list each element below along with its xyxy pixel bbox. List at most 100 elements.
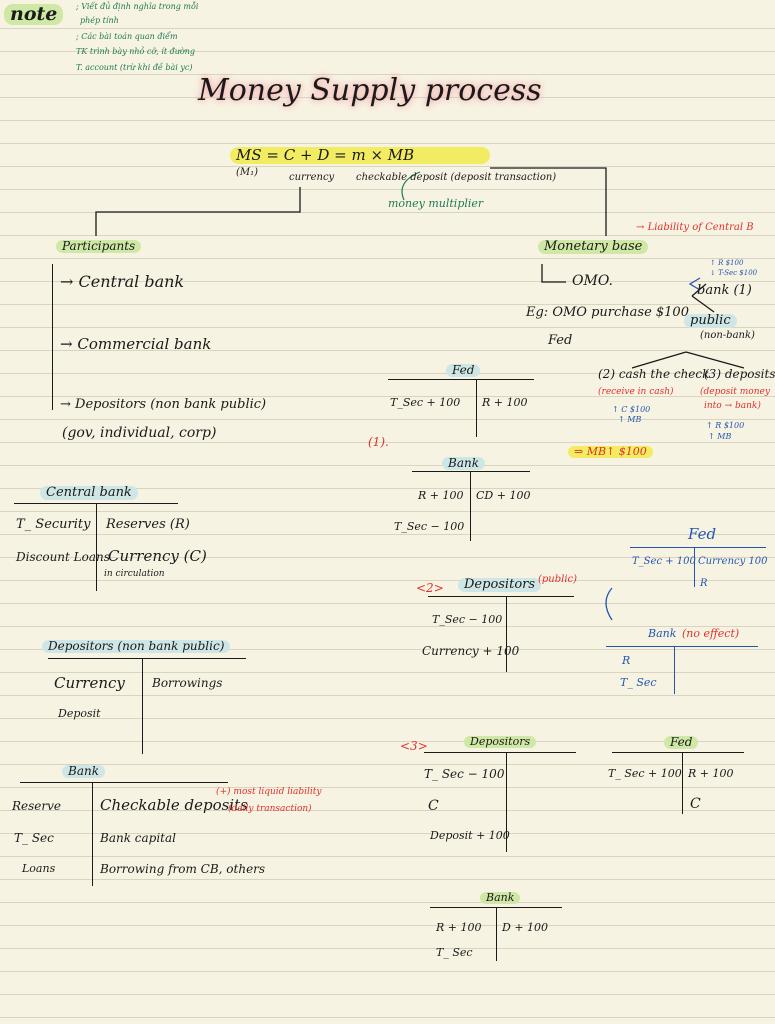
depositors-account-title: Depositors bbox=[464, 735, 537, 749]
m1-label: (M₁) bbox=[236, 167, 259, 178]
cash-note: (receive in cash) bbox=[598, 387, 674, 397]
account-entry: Loans bbox=[22, 862, 56, 875]
account-entry: Currency + 100 bbox=[422, 644, 520, 658]
public-subnote: (non-bank) bbox=[700, 330, 755, 341]
depositors-tag: (public) bbox=[538, 574, 578, 585]
account-entry: Bank capital bbox=[100, 831, 176, 845]
account-entry: T_Sec − 100 bbox=[394, 520, 465, 533]
t-account-line bbox=[496, 907, 498, 961]
note-line: ; Viết đủ định nghĩa trong mỗi bbox=[76, 2, 199, 11]
bank-main-account-title: Bank bbox=[62, 764, 105, 779]
step-label: <3> bbox=[400, 739, 428, 753]
t-account-line bbox=[694, 547, 696, 587]
participant-item: → Commercial bank bbox=[60, 335, 212, 353]
note-label: note bbox=[4, 4, 64, 25]
t-account-line bbox=[96, 503, 98, 591]
account-entry: T_ Security bbox=[16, 517, 91, 532]
t-account-line bbox=[48, 658, 246, 660]
account-entry: Currency 100 bbox=[698, 556, 768, 567]
t-account-line bbox=[630, 547, 766, 549]
t-account-line bbox=[142, 658, 144, 754]
account-entry: T_ Sec bbox=[620, 676, 657, 689]
t-account-line bbox=[470, 471, 472, 541]
step-label: (1). bbox=[368, 435, 389, 449]
account-entry: Discount Loans bbox=[16, 550, 110, 564]
note-line: phép tính bbox=[80, 16, 119, 25]
depositors-account-title: Depositors bbox=[458, 577, 542, 593]
account-note: (+) most liquid liability bbox=[216, 787, 322, 797]
central-bank-account-title: Central bank bbox=[40, 485, 138, 501]
account-entry: R + 100 bbox=[418, 489, 464, 502]
account-entry: R + 100 bbox=[688, 767, 734, 780]
fed-node: Fed bbox=[548, 333, 573, 348]
t-account-line bbox=[682, 752, 684, 814]
omo-label: OMO. bbox=[572, 273, 613, 289]
participants-bracket bbox=[52, 264, 54, 410]
participants-subnote: (gov, individual, corp) bbox=[62, 425, 217, 441]
account-entry: T_ Sec bbox=[436, 946, 473, 959]
note-line: T. account (trừ khi đề bài yc) bbox=[76, 63, 193, 72]
account-entry: C bbox=[690, 796, 701, 812]
account-entry: T_Sec − 100 bbox=[432, 613, 503, 626]
depositors-np-account-title: Depositors (non bank public) bbox=[42, 639, 231, 654]
account-entry: T_Sec + 100 bbox=[632, 556, 696, 567]
participant-item: → Central bank bbox=[60, 272, 185, 291]
fed-account-title: Fed bbox=[688, 525, 717, 543]
t-account-line bbox=[92, 782, 94, 886]
account-entry: Borrowings bbox=[152, 676, 223, 690]
monetary-base-heading: Monetary base bbox=[538, 239, 649, 255]
note-line: ; Các bài toán quan điểm bbox=[76, 32, 178, 41]
account-entry: Deposit bbox=[58, 707, 101, 720]
cash-value: ↑ MB bbox=[618, 415, 642, 424]
bank-account-title: Bank bbox=[480, 891, 521, 905]
bank-account-title: Bank bbox=[648, 627, 677, 640]
account-entry: CD + 100 bbox=[476, 489, 531, 502]
account-entry: T_ Sec bbox=[14, 831, 54, 845]
account-entry: Reserves (R) bbox=[106, 517, 190, 532]
t-account-line bbox=[388, 379, 534, 381]
deposits-note: into → bank) bbox=[704, 401, 761, 411]
account-note: (daily transaction) bbox=[228, 804, 312, 814]
account-entry: Borrowing from CB, others bbox=[100, 862, 266, 876]
t-account-line bbox=[674, 646, 676, 694]
account-entry: T_Sec + 100 bbox=[390, 396, 461, 409]
deposits-note: (deposit money bbox=[700, 387, 770, 397]
account-entry: T_ Sec + 100 bbox=[608, 767, 682, 780]
account-entry: Checkable deposits bbox=[100, 796, 248, 814]
account-entry: D + 100 bbox=[502, 921, 549, 934]
page-title: Money Supply process bbox=[198, 73, 542, 108]
money-supply-equation: MS = C + D = m × MB bbox=[230, 147, 490, 164]
t-account-line bbox=[424, 752, 576, 754]
bank-account-title: Bank bbox=[442, 456, 485, 471]
deposits-value: ↑ MB bbox=[708, 432, 732, 441]
note-line: TK trình bày nhỏ cỡ, ít đường bbox=[76, 47, 195, 56]
checkable-label: checkable deposit (deposit transaction) bbox=[356, 172, 557, 183]
omo-example: Eg: OMO purchase $100 bbox=[526, 305, 689, 320]
public-node: public bbox=[684, 313, 737, 329]
step-label: <2> bbox=[416, 581, 444, 595]
account-entry: R + 100 bbox=[436, 921, 482, 934]
account-entry: Deposit + 100 bbox=[430, 829, 510, 842]
bank-node: bank (1) bbox=[697, 283, 752, 298]
deposits-node: (3) deposits bbox=[704, 367, 775, 381]
bank-value: ↑ R $100 bbox=[710, 259, 744, 267]
t-account-line bbox=[612, 752, 744, 754]
mb-increase: ⇒ MB↑ $100 bbox=[568, 445, 653, 459]
t-account-line bbox=[506, 596, 508, 672]
fed-account-title: Fed bbox=[664, 735, 699, 750]
t-account-line bbox=[606, 646, 758, 648]
deposits-value: ↑ R $100 bbox=[706, 421, 745, 430]
bank-value: ↓ T-Sec $100 bbox=[710, 269, 758, 277]
liability-note: → Liability of Central B bbox=[636, 222, 754, 233]
fed-account-title: Fed bbox=[446, 363, 481, 378]
account-entry: C bbox=[428, 798, 439, 814]
account-entry: Reserve bbox=[12, 799, 62, 813]
t-account-line bbox=[428, 596, 574, 598]
money-multiplier-label: money multiplier bbox=[388, 197, 484, 210]
participant-item: → Depositors (non bank public) bbox=[60, 397, 267, 412]
account-entry: R bbox=[700, 578, 708, 589]
t-account-line bbox=[506, 752, 508, 852]
account-entry: R bbox=[622, 654, 631, 667]
account-entry: R + 100 bbox=[482, 396, 528, 409]
